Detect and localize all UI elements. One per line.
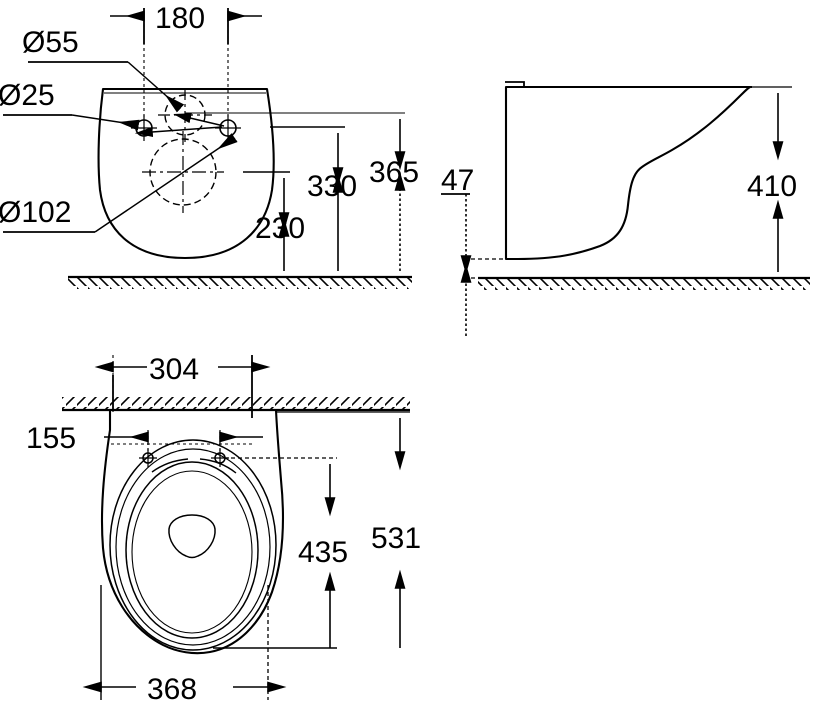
plan-outlet-shape — [168, 514, 216, 559]
front-floor-line — [68, 275, 412, 289]
dimension-365: 365 — [185, 112, 419, 271]
dimension-304-label: 304 — [149, 353, 199, 386]
leader-d102: Ø102 — [0, 133, 238, 233]
leader-d25: Ø25 — [0, 79, 225, 138]
dimension-410-label: 410 — [747, 170, 797, 203]
dimension-330-label: 330 — [307, 170, 357, 203]
dimension-368: 368 — [82, 585, 287, 706]
front-elevation-view: 180 Ø55 Ø25 Ø102 230 — [0, 2, 419, 289]
plan-wall-line — [62, 397, 410, 412]
plan-rim-outer — [109, 439, 277, 651]
dimension-155-label: 155 — [26, 422, 76, 455]
dimension-230: 230 — [243, 171, 305, 271]
plan-bowl-water — [131, 470, 253, 634]
dimension-155: 155 — [26, 422, 263, 455]
plan-fixing-hole-left — [139, 449, 157, 467]
dimension-230-label: 230 — [255, 212, 305, 245]
dimension-330: 330 — [270, 126, 357, 271]
label-d102: Ø102 — [0, 196, 71, 229]
leader-d55: Ø55 — [22, 26, 185, 113]
plan-view: 304 155 435 531 — [26, 353, 421, 706]
front-bowl-outline — [97, 87, 275, 260]
side-floor-line — [478, 276, 810, 290]
plan-rim-break-left — [151, 458, 189, 473]
label-d55: Ø55 — [22, 26, 79, 59]
plan-pan-outline — [100, 408, 284, 655]
dimension-531: 531 — [276, 411, 421, 648]
dimension-531-label: 531 — [371, 522, 421, 555]
dimension-180: 180 — [110, 2, 262, 130]
dimension-435: 435 — [213, 457, 348, 649]
side-body-profile — [504, 85, 752, 261]
dimension-47: 47 — [441, 164, 510, 336]
dimension-304: 304 — [94, 353, 271, 418]
plan-bowl-inner — [125, 461, 259, 639]
label-d25: Ø25 — [0, 79, 55, 112]
dimension-180-label: 180 — [155, 2, 205, 35]
side-top-notch — [505, 81, 525, 87]
dimension-365-label: 365 — [369, 156, 419, 189]
side-elevation-view: 47 410 — [441, 81, 810, 336]
dimension-435-label: 435 — [298, 536, 348, 569]
dimension-47-label: 47 — [441, 164, 474, 197]
dimension-368-label: 368 — [147, 673, 197, 706]
outlet-hole-102 — [142, 131, 224, 213]
plan-rim-second — [115, 448, 271, 646]
dimension-410: 410 — [742, 86, 797, 272]
